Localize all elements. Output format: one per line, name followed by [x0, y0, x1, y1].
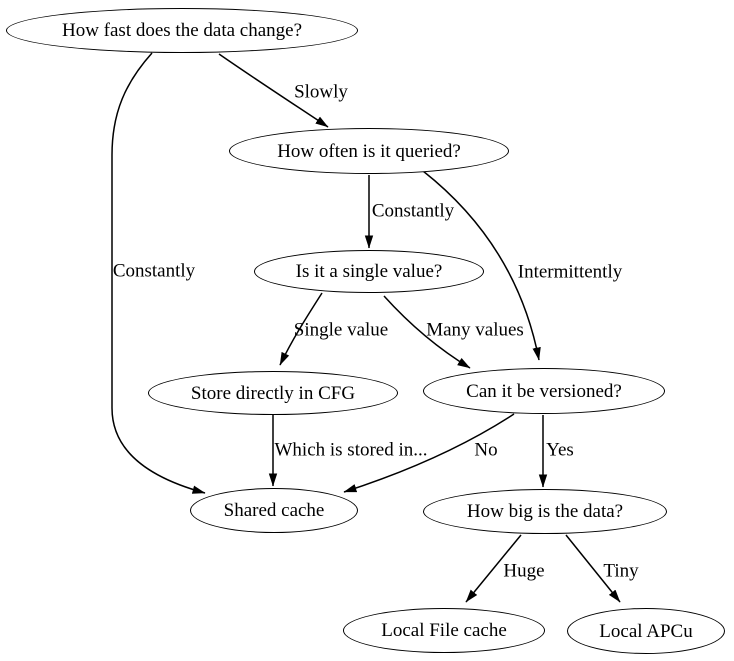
edge-label-intermittently: Intermittently: [517, 261, 623, 283]
node-local-apcu: Local APCu: [567, 608, 725, 654]
edge-label-stored-in: Which is stored in...: [274, 439, 428, 461]
edge-label-huge: Huge: [503, 560, 545, 582]
node-local-apcu-label: Local APCu: [599, 620, 693, 642]
node-how-fast-label: How fast does the data change?: [61, 20, 303, 41]
node-store-cfg: Store directly in CFG: [148, 371, 398, 415]
node-single-value-label: Is it a single value?: [295, 261, 443, 282]
edge-label-constantly-left: Constantly: [112, 260, 196, 282]
edge-label-single-value: Single value: [293, 319, 389, 341]
edge-label-constantly-mid: Constantly: [371, 200, 455, 222]
edge-slowly: [218, 53, 329, 128]
node-local-file-label: Local File cache: [381, 620, 507, 641]
node-single-value: Is it a single value?: [254, 250, 484, 293]
edge-label-yes: Yes: [546, 439, 574, 461]
edge-label-tiny: Tiny: [603, 560, 639, 582]
edge-many-values: [383, 295, 471, 369]
node-how-big-label: How big is the data?: [466, 501, 624, 522]
edge-single-value: [279, 292, 323, 366]
node-store-cfg-label: Store directly in CFG: [190, 382, 356, 404]
node-shared-cache: Shared cache: [190, 488, 358, 533]
edge-huge: [465, 534, 522, 603]
node-shared-cache-label: Shared cache: [223, 500, 325, 521]
edge-tiny: [565, 534, 621, 603]
edge-label-no: No: [474, 439, 498, 461]
edge-label-slowly: Slowly: [294, 81, 348, 103]
edge-label-many-values: Many values: [426, 319, 524, 341]
node-how-often: How often is it queried?: [229, 128, 509, 174]
node-how-big: How big is the data?: [423, 489, 667, 534]
node-local-file: Local File cache: [343, 608, 545, 653]
edge-constantly-left: [111, 52, 206, 494]
edge-no: [343, 413, 515, 493]
node-versioned: Can it be versioned?: [423, 368, 665, 414]
edge-intermittently: [422, 170, 541, 361]
node-versioned-label: Can it be versioned?: [466, 380, 622, 402]
node-how-often-label: How often is it queried?: [277, 140, 461, 162]
node-how-fast: How fast does the data change?: [6, 8, 358, 53]
